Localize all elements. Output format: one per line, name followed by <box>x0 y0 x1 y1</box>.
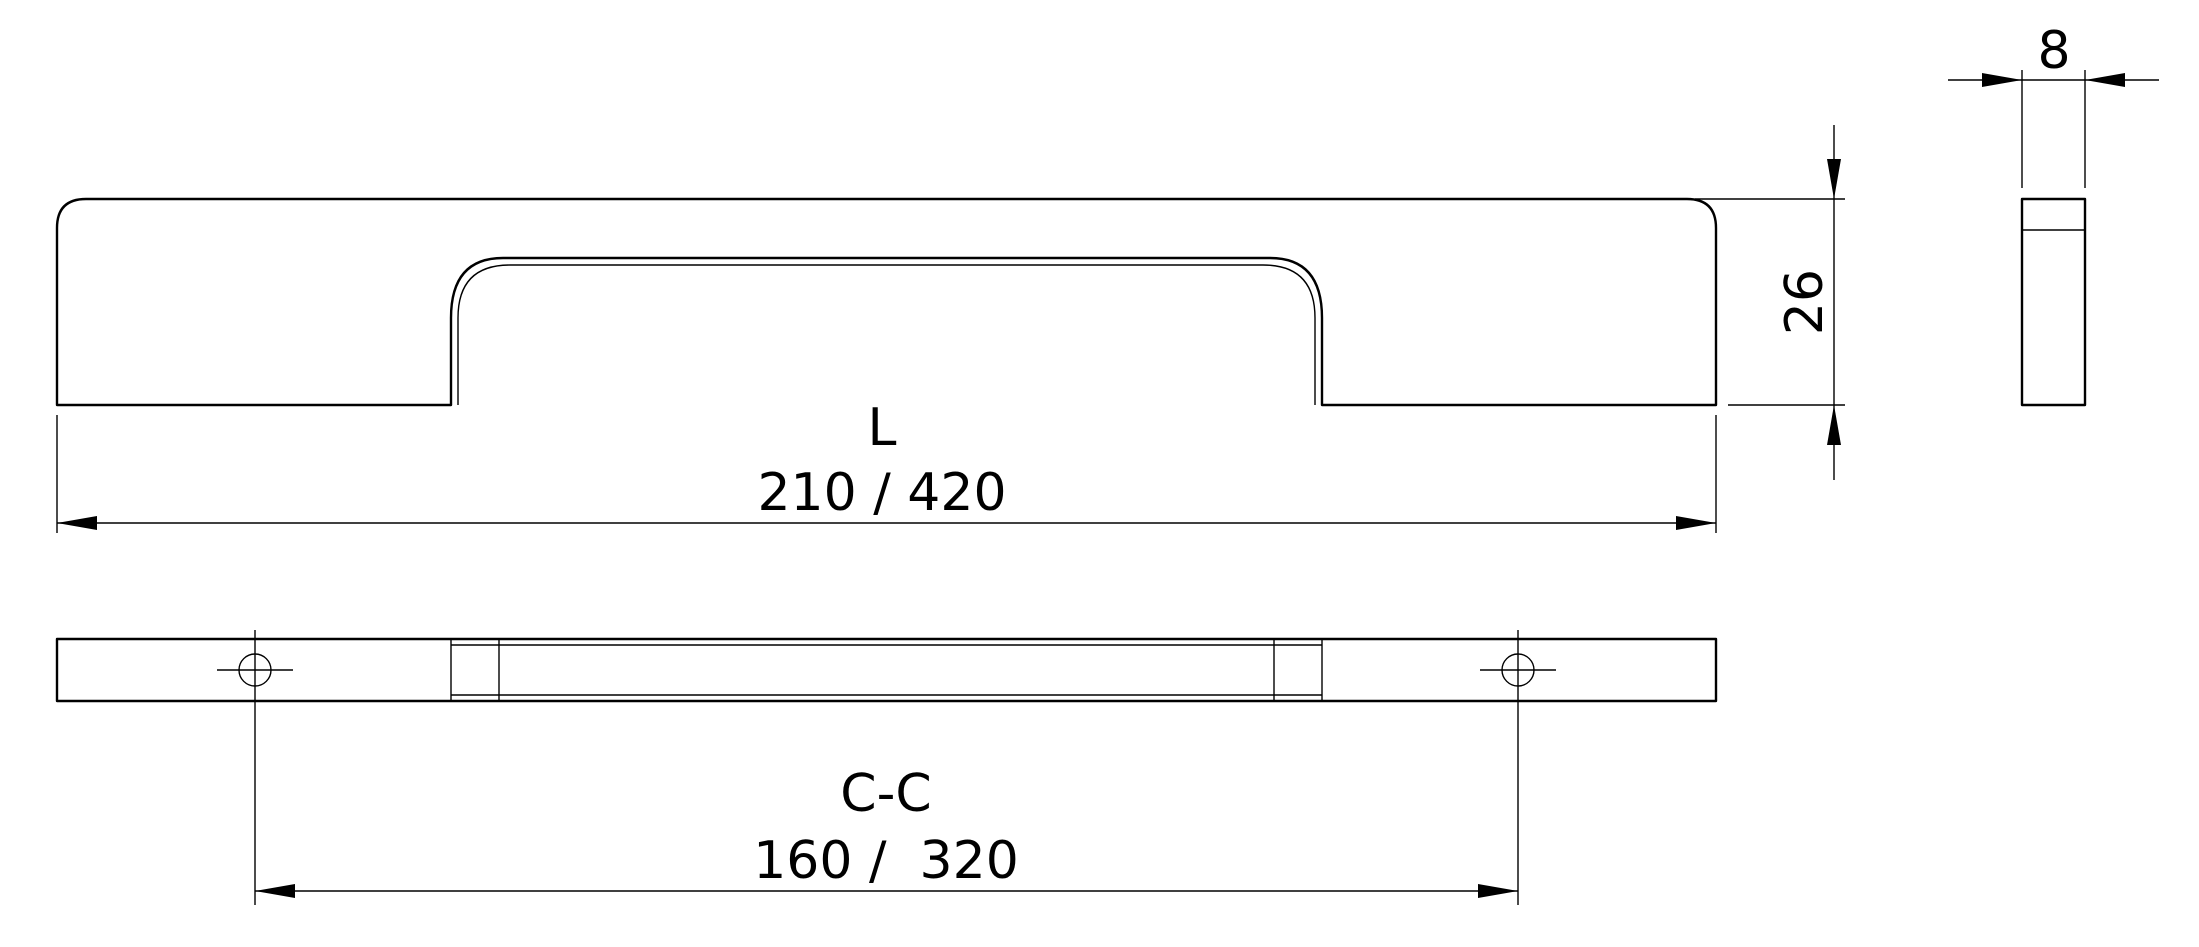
center-label: C-C <box>840 764 931 824</box>
length-label: L <box>868 398 897 458</box>
center-values: 160 / 320 <box>753 831 1019 891</box>
height-arrow-bottom <box>1827 405 1841 445</box>
front-view-grip-inner-edge <box>457 264 1316 405</box>
front-view <box>55 197 1718 407</box>
center-arrow-left <box>255 884 295 898</box>
side-view <box>2020 197 2087 407</box>
depth-arrow-left <box>1982 73 2022 87</box>
front-view-outline <box>55 197 1718 407</box>
length-values: 210 / 420 <box>757 463 1006 523</box>
length-arrow-left <box>57 516 97 530</box>
depth-value: 8 <box>2037 21 2070 81</box>
top-view-outline <box>55 637 1718 703</box>
length-arrow-right <box>1676 516 1716 530</box>
center-arrow-right <box>1478 884 1518 898</box>
height-dimension: 26 <box>1695 125 1845 480</box>
depth-dimension: 8 <box>1948 21 2159 188</box>
height-arrow-top <box>1827 159 1841 199</box>
depth-arrow-right <box>2085 73 2125 87</box>
length-dimension: L 210 / 420 <box>56 398 1717 533</box>
side-view-outline <box>2020 197 2087 407</box>
height-value: 26 <box>1775 269 1835 335</box>
center-dimension: C-C 160 / 320 <box>254 630 1519 905</box>
top-view <box>55 637 1718 703</box>
